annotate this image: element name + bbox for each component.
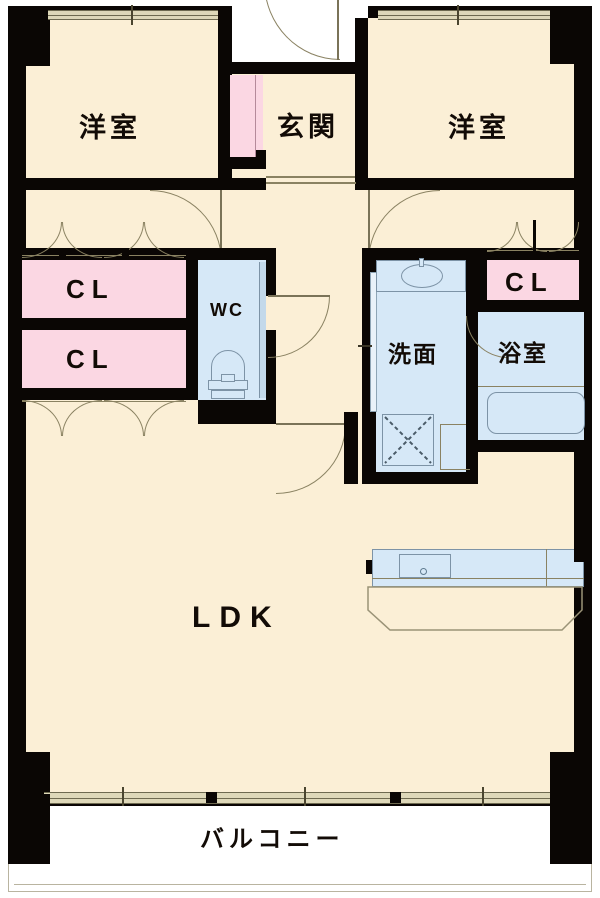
wall-ldk-right [574,452,592,562]
closet-left-upper-fill [22,260,186,318]
wc-door-panel [259,262,266,398]
balcony-window-tick-1 [122,787,124,808]
window-mullion-right [457,5,459,25]
wall-hall-bottom [198,412,276,424]
closet-upper-mullion-2 [122,248,129,260]
corridor-line-left [266,182,356,184]
wall-ldk-right-upper [344,412,358,484]
structural-column-top-right [550,6,592,64]
vanity-basin [401,264,443,288]
balcony-column-left [8,794,50,864]
wall-wc-top [198,248,276,260]
wall-bedroom-left-right [218,18,232,68]
wc-door-leaf [268,295,330,297]
toilet-base [211,390,245,399]
label-bedroom-left: 洋室 [79,113,141,144]
wall-right-closet-bottom [474,300,592,312]
bathroom-divider-line [478,386,584,387]
bathtub [487,392,585,434]
window-bedroom-left [48,10,218,20]
closet-upper-mullion-1 [59,248,66,260]
label-closet-left-upper: CL [66,274,115,304]
entrance-door-leaf [337,0,339,60]
kitchen-drain [420,568,427,575]
balcony-window-tick-2 [304,787,306,808]
label-wc: WC [210,300,244,320]
closet-right-mullion [533,220,536,252]
label-balcony: バルコニー [200,825,345,853]
kitchen-apron [367,586,583,631]
wall-shoe-closet-bottom [218,157,266,169]
balcony-window-mullion-2 [390,792,401,803]
closet-left-lower-fill [22,330,186,388]
washing-machine-pan-cross [384,416,432,464]
kitchen-counter-split [546,549,547,587]
label-bathroom: 浴室 [498,341,548,367]
closet-lower-mullion-1 [59,388,66,400]
ldk-door-leaf [276,423,346,425]
wall-shoe-closet-right [256,150,266,169]
wall-washroom-bottom [362,472,478,484]
bedroom-right-door-leaf [368,190,370,262]
wall-washroom-right-upper [466,248,478,310]
wall-closet-bottom [8,388,198,400]
shoe-closet-door-line [255,75,256,157]
wall-corridor-top-right [355,178,577,190]
entrance-step-line [266,176,355,178]
washroom-sliding-door [370,272,377,412]
wall-wc-right [264,248,276,296]
closet-right-fill [487,260,579,306]
entrance-floor [266,74,355,179]
kitchen-counter-front-line [372,578,584,579]
wall-bathroom-bottom [466,440,588,452]
closet-lower-door-rail [22,401,186,402]
window-bedroom-right [378,10,550,20]
wall-washroom-top [362,248,478,260]
wall-closet-top [8,248,198,260]
balcony-window-tick-3 [482,787,484,808]
wall-entrance-top [218,62,366,74]
toilet-seat-notch [221,374,235,382]
label-closet-left-lower: CL [66,344,115,374]
washroom-cabinet [440,424,470,470]
washroom-door-marker [358,345,372,347]
structural-column-top-left [8,6,50,66]
window-mullion-left [131,5,133,25]
label-closet-right: CL [505,267,554,297]
balcony-rail-line [14,884,586,885]
kitchen-counter-endwall [366,560,376,574]
bedroom-left-door-leaf [220,190,222,262]
wall-entrance-left [218,62,232,180]
wall-corridor-top-left [14,178,266,190]
label-ldk: LDK [192,601,281,634]
closet-upper-door-rail [22,255,186,256]
balcony-column-right [550,794,592,864]
vanity-faucet [419,258,424,267]
closet-lower-mullion-2 [122,388,129,400]
label-entrance: 玄関 [277,112,339,143]
wall-wc-bottom [198,400,276,412]
wall-closet-right [186,248,198,400]
balcony-window [44,792,550,804]
wall-right-closet-top [474,248,592,260]
wall-closet-mid [8,318,198,330]
wall-bedroom-right-left [355,18,368,72]
shoe-closet [230,75,263,157]
label-washroom: 洗面 [388,342,438,368]
balcony-floor [36,806,556,890]
wall-entrance-right [355,62,368,180]
balcony-window-mullion-1 [206,792,217,803]
label-bedroom-right: 洋室 [448,113,510,144]
